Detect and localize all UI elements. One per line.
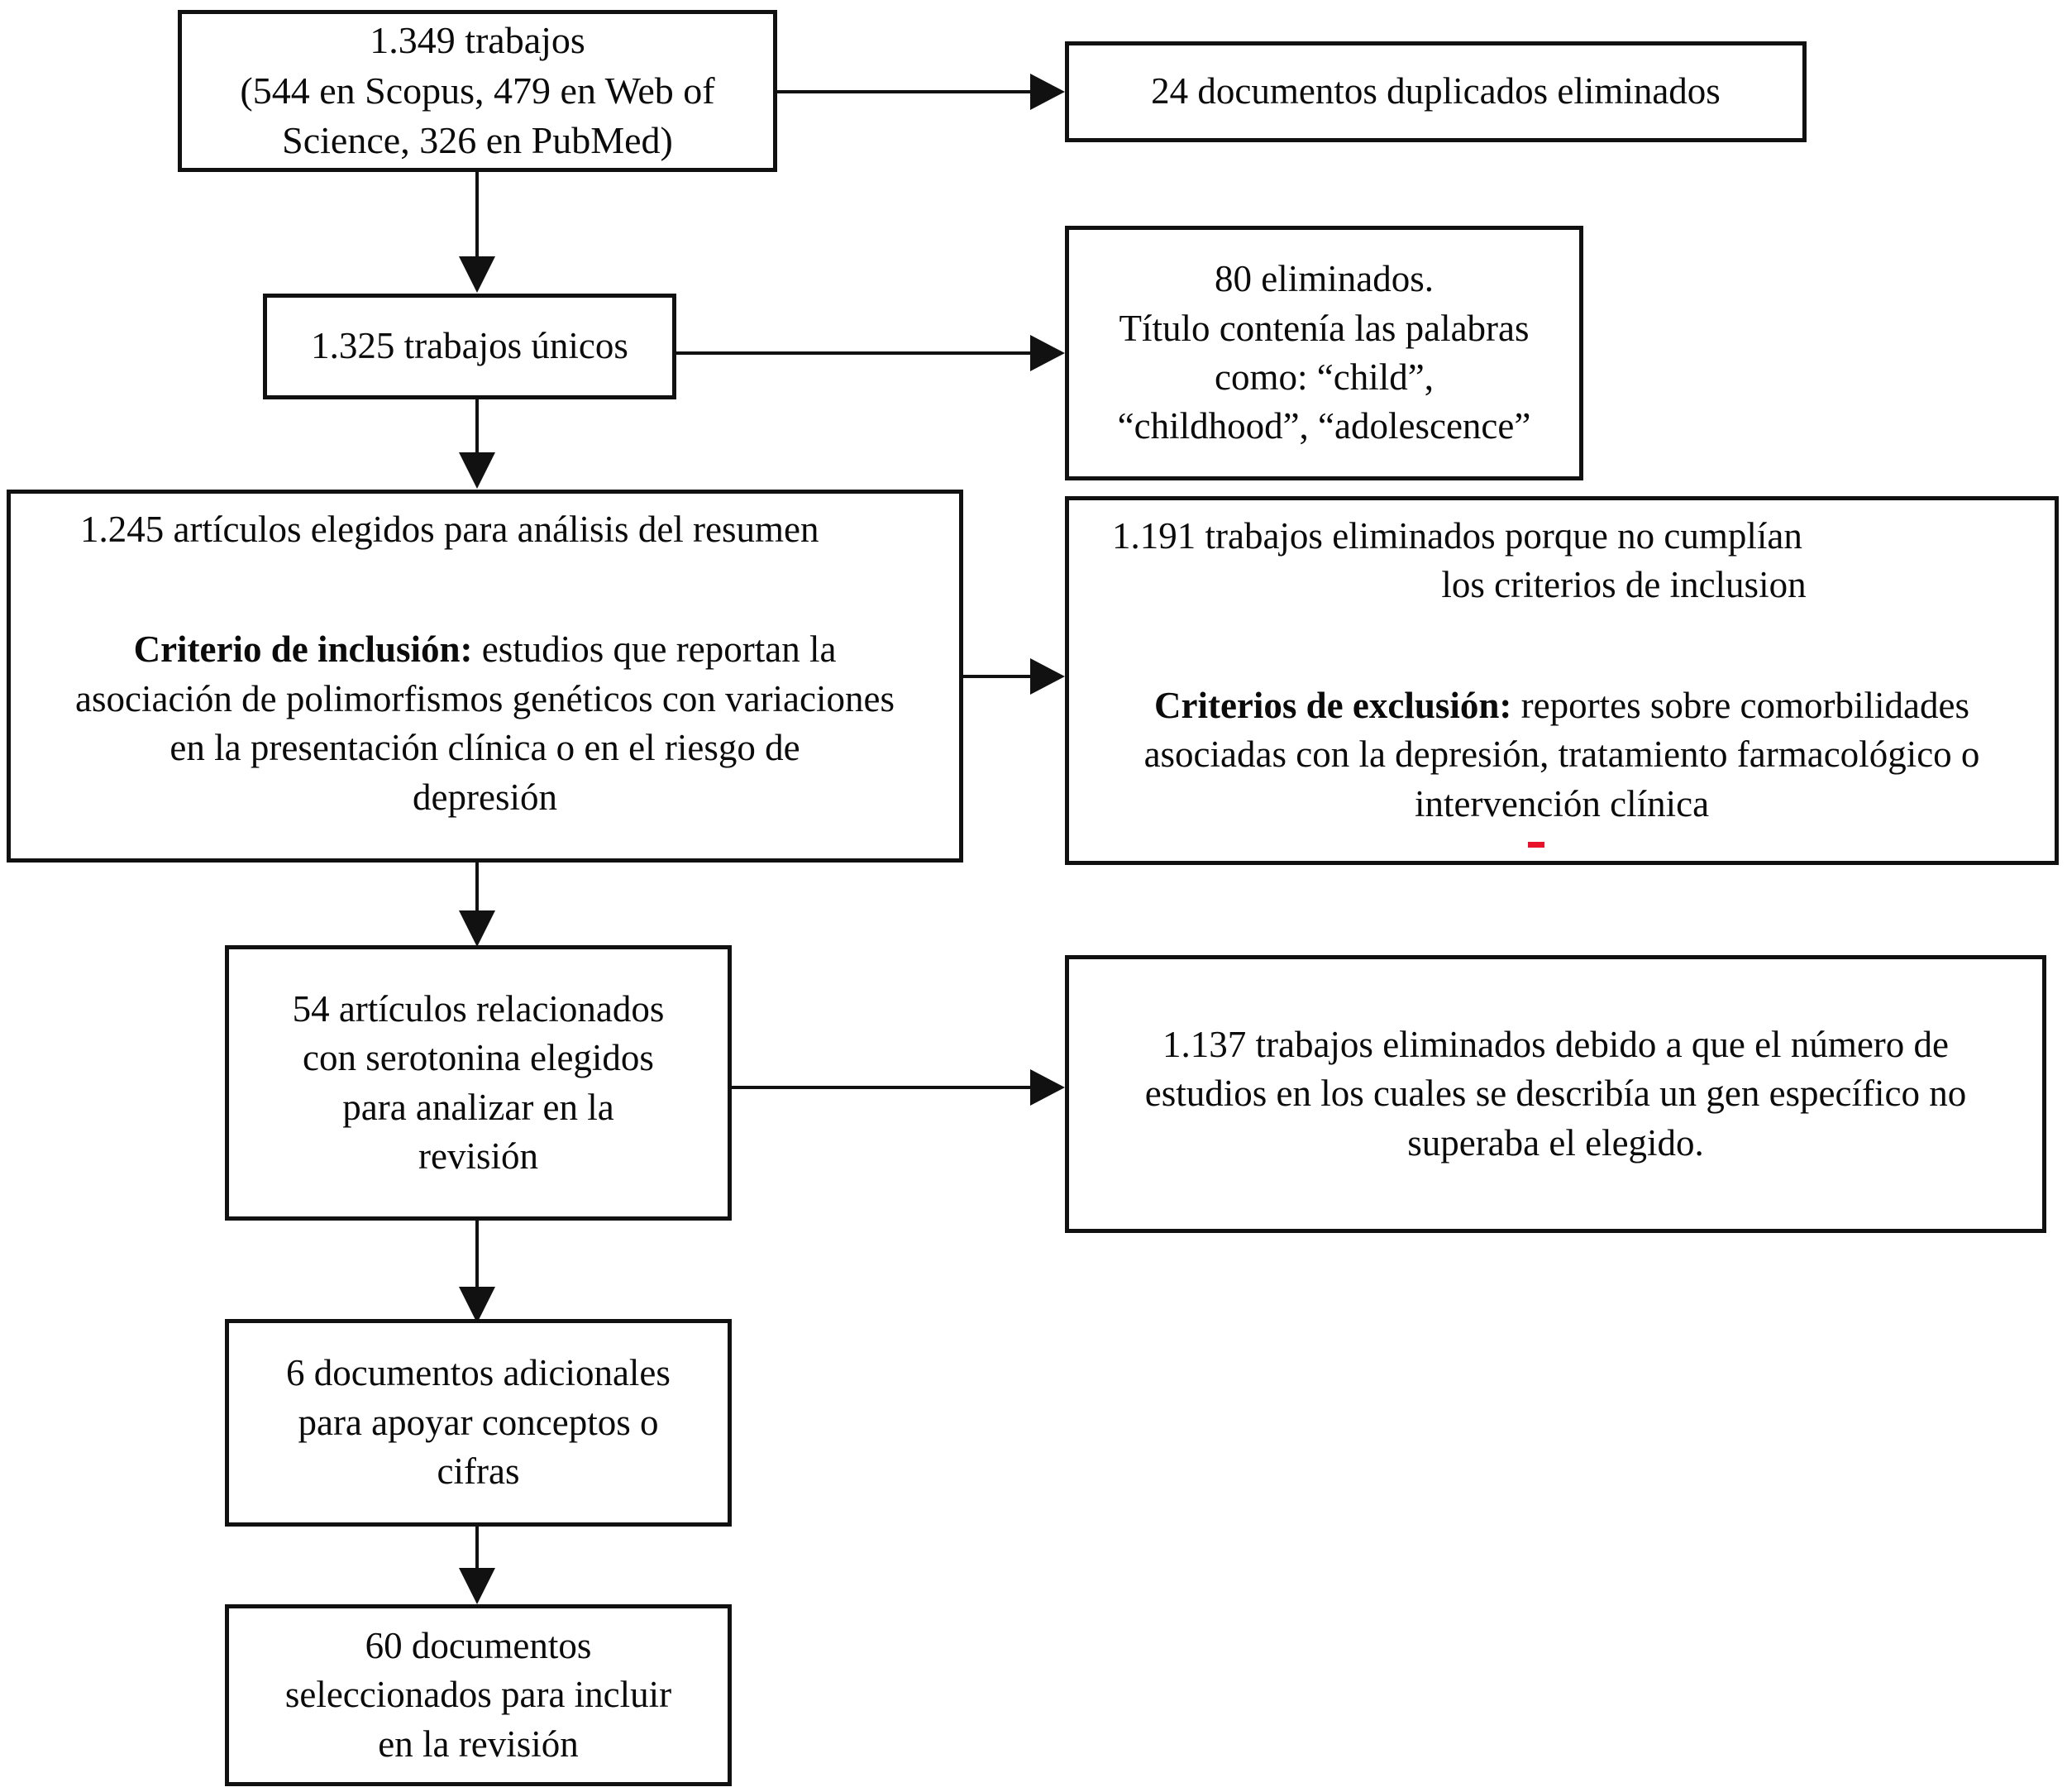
title-excluded-line-3: como: “child”, <box>1215 356 1434 398</box>
gene-excluded-line-3: superaba el elegido. <box>1407 1121 1704 1164</box>
edge-records-to-duplicates-arrowhead <box>1030 74 1065 110</box>
edge-records-to-unique-arrowhead <box>459 256 495 293</box>
additional-docs-line-2: para apoyar conceptos o <box>298 1401 659 1443</box>
inclusion-criteria-label: Criterio de inclusión: <box>133 628 473 671</box>
edge-unique-to-abstract-line <box>475 399 479 454</box>
final-included-line-3: en la revisión <box>378 1723 579 1765</box>
criteria-excluded-line-1: 1.191 trabajos eliminados porque no cump… <box>1112 515 1802 557</box>
records-identified-line-3: Science, 326 en PubMed) <box>282 119 673 162</box>
edge-abstract-to-criteria-line <box>963 675 1033 678</box>
title-excluded-line-1: 80 eliminados. <box>1215 258 1434 300</box>
serotonin-articles-line-1: 54 artículos relacionados <box>292 987 665 1030</box>
edge-serotonin-to-gene-arrowhead <box>1030 1069 1065 1106</box>
records-identified-line-1: 1.349 trabajos <box>370 18 585 61</box>
node-abstract-screened: 1.245 artículos elegidos para análisis d… <box>7 490 963 863</box>
edge-additional-to-final-line <box>475 1527 479 1570</box>
final-included-line-1: 60 documentos <box>365 1624 592 1666</box>
red-dash-mark <box>1528 842 1544 848</box>
abstract-screened-criteria-line-2: asociación de polimorfismos genéticos co… <box>75 677 895 719</box>
gene-excluded-line-1: 1.137 trabajos eliminados debido a que e… <box>1162 1023 1949 1065</box>
edge-records-to-duplicates-line <box>777 90 1032 93</box>
edge-unique-to-title-line <box>676 351 1032 355</box>
title-excluded-line-2: Título contenía las palabras <box>1119 307 1530 349</box>
abstract-screened-criteria-line-4: depresión <box>413 776 557 818</box>
abstract-screened-criteria-line-3: en la presentación clínica o en el riesg… <box>169 727 800 769</box>
unique-records-line-1: 1.325 trabajos únicos <box>311 325 628 367</box>
criteria-excluded-line-2: los criterios de inclusion <box>1441 564 1807 606</box>
node-duplicates-removed: 24 documentos duplicados eliminados <box>1065 41 1807 142</box>
criteria-excluded-criteria-line-2: asociadas con la depresión, tratamiento … <box>1143 734 1980 776</box>
additional-docs-line-3: cifras <box>437 1450 520 1493</box>
edge-unique-to-title-arrowhead <box>1030 335 1065 371</box>
node-additional-docs: 6 documentos adicionales para apoyar con… <box>225 1319 732 1527</box>
edge-records-to-unique-line <box>475 172 479 258</box>
edge-abstract-to-serotonin-line <box>475 863 479 914</box>
edge-abstract-to-serotonin-arrowhead <box>459 910 495 947</box>
title-excluded-line-4: “childhood”, “adolescence” <box>1117 405 1531 447</box>
final-included-line-2: seleccionados para incluir <box>284 1674 672 1716</box>
node-records-identified: 1.349 trabajos (544 en Scopus, 479 en We… <box>178 10 777 172</box>
serotonin-articles-line-4: revisión <box>418 1135 538 1177</box>
abstract-screened-count-line: 1.245 artículos elegidos para análisis d… <box>80 509 819 550</box>
serotonin-articles-line-3: para analizar en la <box>342 1086 614 1128</box>
edge-serotonin-to-additional-line <box>475 1221 479 1288</box>
edge-additional-to-final-arrowhead <box>459 1568 495 1604</box>
additional-docs-line-1: 6 documentos adicionales <box>286 1352 671 1394</box>
node-gene-excluded: 1.137 trabajos eliminados debido a que e… <box>1065 955 2046 1233</box>
node-unique-records: 1.325 trabajos únicos <box>263 294 676 399</box>
exclusion-criteria-label: Criterios de exclusión: <box>1153 684 1512 726</box>
abstract-screened-criteria-line-1: Criterio de inclusión: estudios que repo… <box>134 625 837 674</box>
abstract-screened-criteria-text-1: estudios que reportan la <box>472 628 837 671</box>
gene-excluded-line-2: estudios en los cuales se describía un g… <box>1144 1073 1967 1115</box>
serotonin-articles-line-2: con serotonina elegidos <box>303 1037 654 1079</box>
criteria-excluded-criteria-text-1: reportes sobre comorbilidades <box>1511 684 1969 726</box>
edge-abstract-to-criteria-arrowhead <box>1030 658 1065 695</box>
records-identified-line-2: (544 en Scopus, 479 en Web of <box>240 69 715 112</box>
duplicates-removed-line-1: 24 documentos duplicados eliminados <box>1151 70 1721 112</box>
criteria-excluded-criteria-line-1: Criterios de exclusión: reportes sobre c… <box>1154 681 1969 730</box>
node-criteria-excluded: 1.191 trabajos eliminados porque no cump… <box>1065 496 2059 865</box>
node-serotonin-articles: 54 artículos relacionados con serotonina… <box>225 945 732 1221</box>
node-title-excluded: 80 eliminados. Título contenía las palab… <box>1065 226 1583 480</box>
edge-serotonin-to-additional-arrowhead <box>459 1287 495 1323</box>
edge-serotonin-to-gene-line <box>732 1086 1033 1089</box>
node-final-included: 60 documentos seleccionados para incluir… <box>225 1604 732 1786</box>
edge-unique-to-abstract-arrowhead <box>459 452 495 489</box>
criteria-excluded-criteria-line-3: intervención clínica <box>1414 782 1710 824</box>
